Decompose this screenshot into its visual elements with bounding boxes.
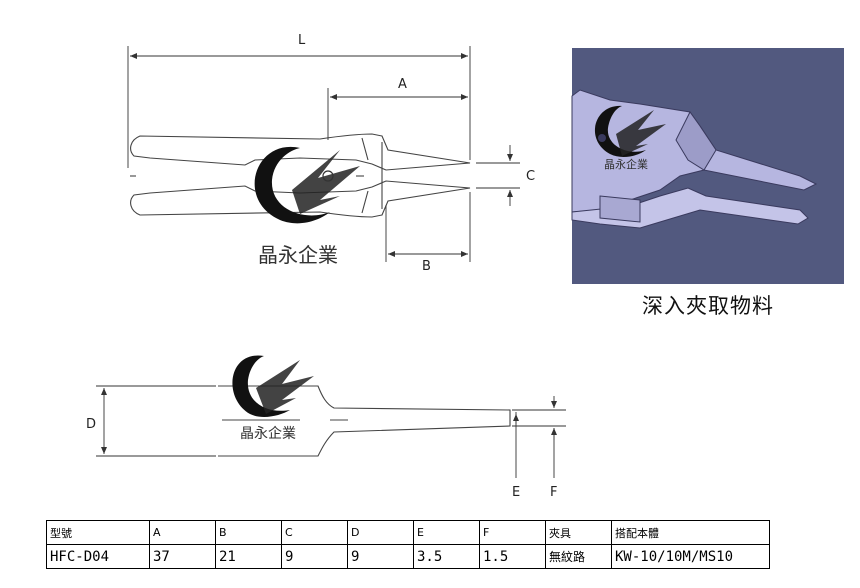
side-view-dimensions [96, 385, 566, 478]
header-model: 型號 [46, 520, 150, 545]
cell-a: 37 [149, 544, 216, 569]
side-view-drawing [218, 385, 511, 457]
cell-c: 9 [281, 544, 348, 569]
cell-e: 3.5 [413, 544, 480, 569]
header-f: F [479, 520, 546, 545]
header-b: B [215, 520, 282, 545]
dim-label-e: E [512, 485, 520, 500]
brand-logo-side-icon [232, 355, 314, 417]
dim-label-d: D [86, 417, 96, 432]
dim-label-b: B [422, 259, 431, 274]
render-3d-view [571, 48, 844, 284]
render-caption: 深入夾取物料 [642, 294, 774, 318]
dim-label-a: A [398, 77, 407, 92]
cell-body: KW-10/10M/MS10 [611, 544, 770, 569]
header-d: D [347, 520, 414, 545]
cell-b: 21 [215, 544, 282, 569]
dim-label-c: C [526, 169, 535, 184]
cell-jig: 無紋路 [545, 544, 612, 569]
top-view-drawing [130, 133, 471, 218]
header-c: C [281, 520, 348, 545]
brand-name-render: 晶永企業 [604, 157, 648, 171]
top-view-dimensions [127, 46, 520, 262]
header-a: A [149, 520, 216, 545]
spec-table-row: HFC-D04 37 21 9 9 3.5 1.5 無紋路 KW-10/10M/… [46, 544, 770, 569]
header-body: 搭配本體 [611, 520, 770, 545]
spec-table: 型號 A B C D E F 夾具 搭配本體 HFC-D04 37 21 9 9… [46, 520, 770, 569]
header-jig: 夾具 [545, 520, 612, 545]
header-e: E [413, 520, 480, 545]
brand-name-top: 晶永企業 [258, 243, 338, 267]
brand-name-side: 晶永企業 [240, 425, 296, 442]
cell-d: 9 [347, 544, 414, 569]
brand-logo-icon [254, 146, 360, 224]
spec-table-header-row: 型號 A B C D E F 夾具 搭配本體 [46, 520, 770, 545]
cell-f: 1.5 [479, 544, 546, 569]
dim-label-f: F [550, 485, 557, 500]
dim-label-l: L [298, 33, 306, 48]
cell-model: HFC-D04 [46, 544, 150, 569]
